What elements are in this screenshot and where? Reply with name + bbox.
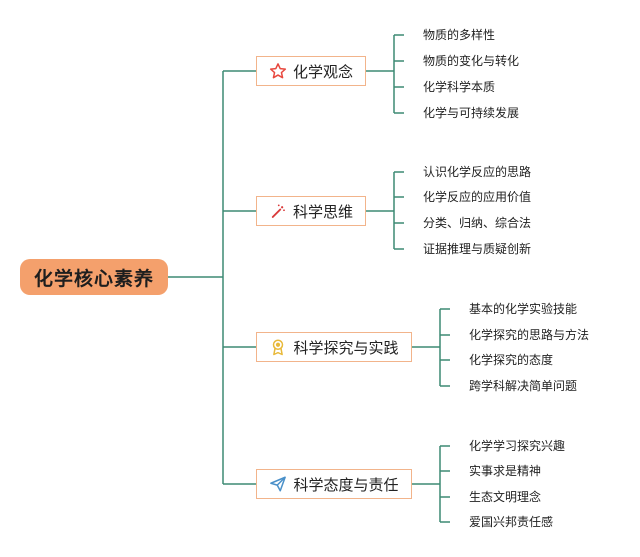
leaf-item: 化学反应的应用价值 — [423, 190, 532, 204]
branch-node-4: 科学态度与责任 — [256, 469, 412, 499]
branch-node-1: 化学观念 — [256, 56, 366, 86]
branch-label-1: 化学观念 — [292, 62, 353, 81]
branch-label-2: 科学思维 — [292, 202, 353, 221]
leaf-item: 分类、归纳、综合法 — [423, 216, 532, 230]
root-node: 化学核心素养 — [20, 259, 168, 295]
paper-plane-icon — [269, 475, 287, 493]
leaf-bracket-3 — [412, 308, 450, 387]
leaf-item: 生态文明理念 — [469, 490, 542, 504]
branch-label-4: 科学态度与责任 — [293, 475, 399, 494]
leaf-item: 物质的变化与转化 — [423, 54, 520, 68]
leaf-item: 基本的化学实验技能 — [469, 302, 578, 316]
branch-node-2: 科学思维 — [256, 196, 366, 226]
leaf-item: 化学学习探究兴趣 — [469, 439, 566, 453]
star-icon — [269, 62, 287, 80]
leaf-bracket-2 — [366, 171, 404, 250]
magic-wand-icon — [269, 202, 287, 220]
leaf-item: 实事求是精神 — [469, 464, 542, 478]
leaf-item: 跨学科解决简单问题 — [469, 379, 578, 393]
leaf-item: 化学与可持续发展 — [423, 106, 520, 120]
leaf-item: 物质的多样性 — [423, 28, 496, 42]
leaf-bracket-1 — [366, 34, 404, 114]
leaf-item: 化学探究的思路与方法 — [469, 328, 590, 342]
leaf-item: 证据推理与质疑创新 — [423, 242, 532, 256]
leaf-item: 化学探究的态度 — [469, 353, 554, 367]
leaf-item: 爱国兴邦责任感 — [469, 515, 554, 529]
leaf-item: 认识化学反应的思路 — [423, 165, 532, 179]
award-medal-icon — [269, 338, 287, 356]
branch-node-3: 科学探究与实践 — [256, 332, 412, 362]
leaf-bracket-4 — [412, 445, 450, 523]
branch-label-3: 科学探究与实践 — [293, 338, 399, 357]
root-label: 化学核心素养 — [33, 267, 154, 290]
leaf-item: 化学科学本质 — [423, 80, 496, 94]
